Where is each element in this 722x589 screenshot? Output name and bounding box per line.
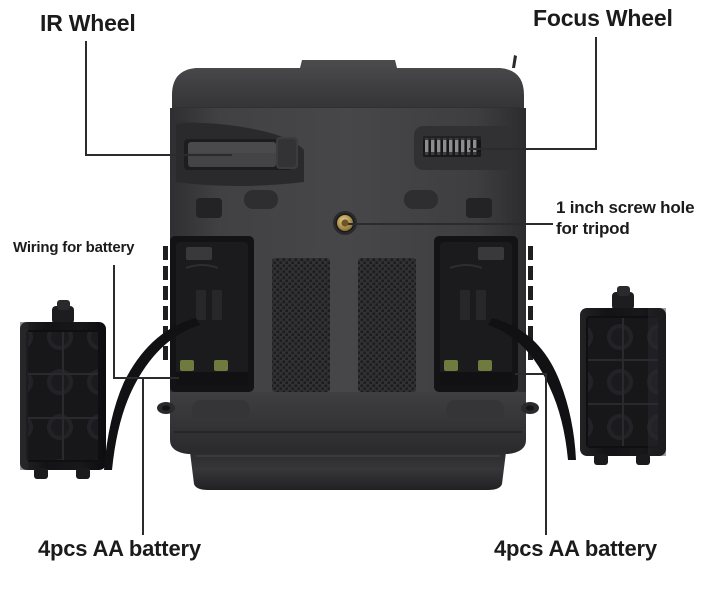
battery-wire-right: [488, 318, 576, 460]
callout-ir-wheel: IR Wheel: [40, 10, 136, 36]
button-oval-right: [404, 190, 438, 209]
callout-screw-hole: 1 inch screw hole for tripod: [556, 198, 695, 239]
device-foot: [190, 452, 506, 490]
battery-bay-right: [434, 236, 518, 392]
focus-wheel-assembly: [414, 126, 512, 170]
leader-battery-left: [142, 377, 179, 535]
speaker-grille-right: [358, 258, 416, 392]
tripod-screw-hole: [333, 211, 357, 235]
battery-holder-right: [580, 286, 666, 465]
battery-bay-left: [170, 236, 254, 392]
callout-screw-hole-line2: for tripod: [556, 218, 630, 238]
latch-button-right: [446, 400, 504, 419]
speaker-grille-left: [272, 258, 330, 392]
latch-button-left: [192, 400, 250, 419]
button-oval-left: [244, 190, 278, 209]
device-body: [157, 55, 539, 490]
leader-lines: [85, 37, 597, 535]
callout-wiring-for-battery: Wiring for battery: [13, 239, 135, 256]
leader-ir-wheel: [85, 41, 232, 156]
callout-battery-left: 4pcs AA battery: [38, 536, 201, 561]
callout-focus-wheel: Focus Wheel: [533, 5, 673, 31]
leader-focus-wheel: [469, 37, 597, 150]
battery-wire-left: [104, 318, 200, 470]
ir-wheel-assembly: [176, 122, 304, 186]
callout-screw-hole-line1: 1 inch screw hole: [556, 198, 695, 217]
callout-battery-right: 4pcs AA battery: [494, 536, 657, 561]
battery-holder-left: [20, 300, 106, 479]
leader-battery-right: [515, 373, 547, 535]
